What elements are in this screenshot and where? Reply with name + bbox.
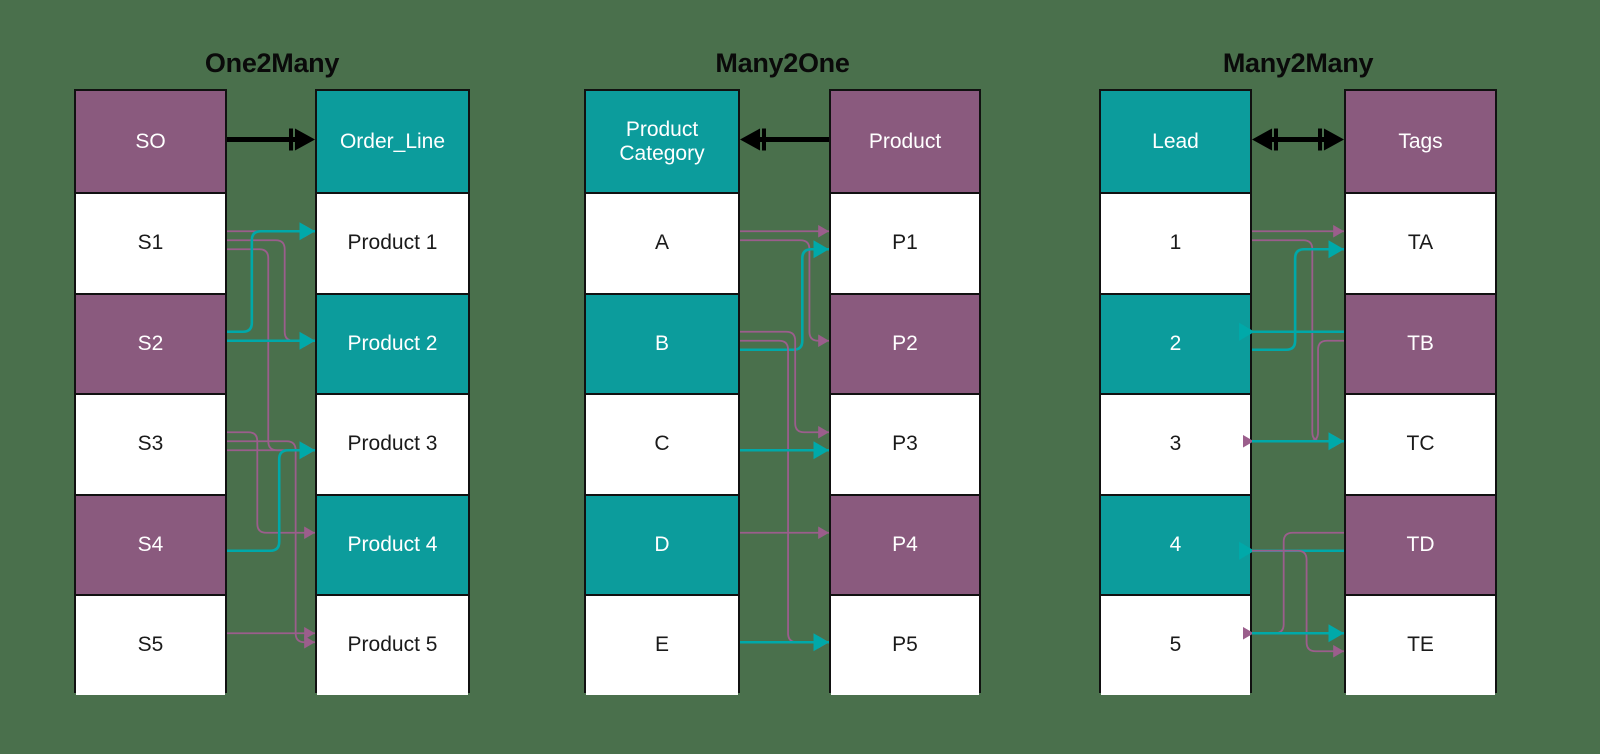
many2one-right-row[interactable]: P4 <box>831 493 979 594</box>
many2many-left-row[interactable]: 2 <box>1101 292 1250 393</box>
many2one-left-row[interactable]: C <box>586 393 738 494</box>
link-path <box>1252 549 1344 658</box>
link-path <box>1252 240 1344 352</box>
many2one-left-row[interactable]: D <box>586 493 738 594</box>
many2many-left-row[interactable]: 5 <box>1101 594 1250 695</box>
many2one-left-row[interactable]: B <box>586 292 738 393</box>
many2one-right-row[interactable]: P1 <box>831 192 979 293</box>
many2many-right-row[interactable]: TC <box>1346 393 1495 494</box>
many2many-left-row[interactable]: 1 <box>1101 192 1250 293</box>
one2many-right-row[interactable]: Product 2 <box>317 292 468 393</box>
many2one-right-row[interactable]: P5 <box>831 594 979 695</box>
many2one-right-row[interactable]: P2 <box>831 292 979 393</box>
many2one-left-row[interactable]: A <box>586 192 738 293</box>
link-path <box>1243 339 1344 448</box>
panel-title-many2many: Many2Many <box>1222 48 1374 78</box>
one2many-right-row[interactable]: Product 5 <box>317 594 468 695</box>
many2one-left-row[interactable]: E <box>586 594 738 695</box>
many2many-left-row[interactable]: 4 <box>1101 493 1250 594</box>
many2many-left-row[interactable]: 3 <box>1101 393 1250 494</box>
many2many-left-header[interactable]: Lead <box>1101 91 1250 192</box>
link-path <box>1252 239 1344 448</box>
many2one-right-row[interactable]: P3 <box>831 393 979 494</box>
many2many-right-row[interactable]: TD <box>1346 493 1495 594</box>
one2many-left-row[interactable]: S3 <box>76 393 225 494</box>
one2many-right-row[interactable]: Product 4 <box>317 493 468 594</box>
many2many-right-row[interactable]: TA <box>1346 192 1495 293</box>
one2many-left-row[interactable]: S4 <box>76 493 225 594</box>
many2many-right-row[interactable]: TE <box>1346 594 1495 695</box>
one2many-right-row[interactable]: Product 3 <box>317 393 468 494</box>
one2many-right-row[interactable]: Product 1 <box>317 192 468 293</box>
link-path <box>1243 531 1344 640</box>
many2many-right-row[interactable]: TB <box>1346 292 1495 393</box>
many2many-right-header[interactable]: Tags <box>1346 91 1495 192</box>
one2many-left-header[interactable]: SO <box>76 91 225 192</box>
one2many-left-row[interactable]: S5 <box>76 594 225 695</box>
panel-title-many2one: Many2One <box>715 48 850 78</box>
panel-title-one2many: One2Many <box>204 48 340 78</box>
one2many-left-row[interactable]: S1 <box>76 192 225 293</box>
one2many-left-row[interactable]: S2 <box>76 292 225 393</box>
many2one-right-header[interactable]: Product <box>831 91 979 192</box>
one2many-right-header[interactable]: Order_Line <box>317 91 468 192</box>
